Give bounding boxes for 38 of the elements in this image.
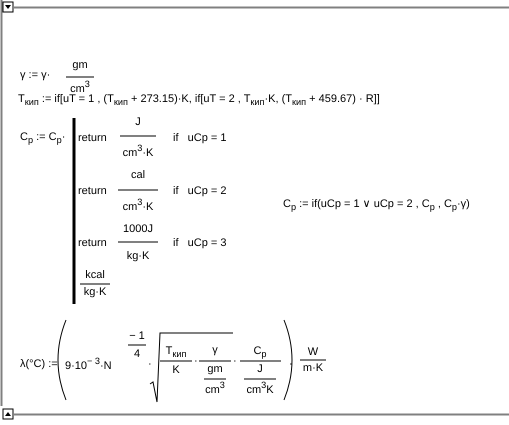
- denominator-text: cm$^{3}$: [70, 79, 90, 95]
- numerator-text: − 1: [129, 330, 145, 342]
- formula-text: T$_{кип}$ := if[uT = 1 , (T$_{кип}$ + 273.15)·K, if[uT = 2 , T$_{кип}$·K, (T$_{кип}$ + 459.67) · R]]: [18, 92, 380, 108]
- condition-text: if uCp = 3: [173, 236, 227, 250]
- denominator-text: 4: [134, 348, 140, 360]
- denominator-text: cm$^{3}$·K: [122, 197, 154, 213]
- numerator-text: gm: [207, 362, 223, 376]
- numerator-text: T$_{кип}$: [166, 344, 186, 360]
- multiplication-dot: ·: [289, 358, 293, 370]
- formula-text: 9·10$^{− 3}$·N: [65, 356, 112, 372]
- numerator-text: γ: [212, 344, 218, 356]
- multiplication-dot: ·: [194, 354, 198, 368]
- denominator-text: m·K: [302, 362, 324, 374]
- return-keyword: return: [78, 236, 107, 250]
- numerator-text: 1000J: [123, 222, 153, 236]
- multiplication-dot: ·: [233, 354, 237, 368]
- numerator-text: C$_{p}$: [253, 344, 267, 360]
- numerator-text: W: [308, 346, 318, 358]
- denominator-text: K: [172, 364, 180, 376]
- denominator-text: cm$^{3}$·K: [122, 143, 154, 159]
- condition-text: if uCp = 2: [173, 184, 227, 198]
- formula-text: C$_{p}$ := C$_{p}$·: [20, 130, 66, 146]
- denominator-text: kg·K: [84, 286, 106, 298]
- numerator-text: cal: [130, 168, 146, 182]
- numerator-text: J: [135, 116, 141, 128]
- numerator-text: gm: [72, 58, 88, 72]
- condition-text: if uCp = 1: [173, 132, 227, 144]
- formula-text: γ := γ·: [20, 68, 50, 82]
- numerator-text: J: [257, 362, 263, 376]
- return-keyword: return: [78, 184, 107, 198]
- multiplication-dot: ·: [148, 358, 152, 370]
- denominator-text: cm$^{3}$K: [246, 380, 274, 396]
- return-keyword: return: [78, 132, 107, 144]
- numerator-text: kcal: [85, 268, 105, 282]
- formula-text: C$_{p}$ := if(uCp = 1 ∨ uCp = 2 , C$_{p}$ , C$_{p}$·γ): [283, 198, 470, 212]
- formula-text: λ(°C) :=: [20, 358, 58, 370]
- denominator-text: cm$^{3}$: [205, 380, 225, 396]
- denominator-text: kg·K: [126, 250, 150, 262]
